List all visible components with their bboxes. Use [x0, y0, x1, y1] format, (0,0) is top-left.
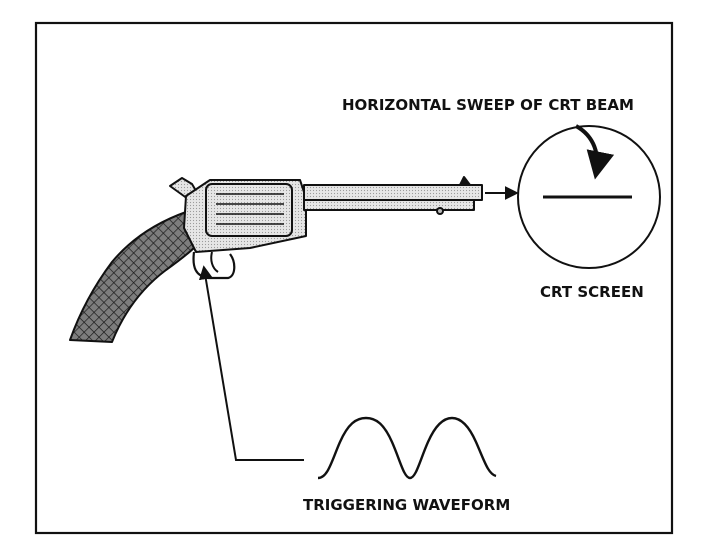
- label-crt-screen: CRT SCREEN: [540, 283, 644, 301]
- revolver-grip: [70, 212, 196, 342]
- revolver-front-sight: [460, 177, 470, 185]
- label-horizontal-sweep: HORIZONTAL SWEEP OF CRT BEAM: [342, 96, 634, 114]
- trigger-guard: [194, 252, 235, 278]
- sweep-indicator-arrow: [576, 126, 597, 174]
- trigger: [211, 252, 218, 272]
- label-triggering-waveform: TRIGGERING WAVEFORM: [303, 496, 510, 514]
- revolver-illustration: [70, 177, 482, 342]
- triggering-waveform: [318, 418, 496, 478]
- revolver-cylinder: [206, 184, 292, 236]
- revolver-ejector-rod: [304, 200, 474, 210]
- ejector-button: [437, 208, 443, 214]
- revolver-barrel: [304, 185, 482, 200]
- trigger-leader-line: [204, 268, 304, 460]
